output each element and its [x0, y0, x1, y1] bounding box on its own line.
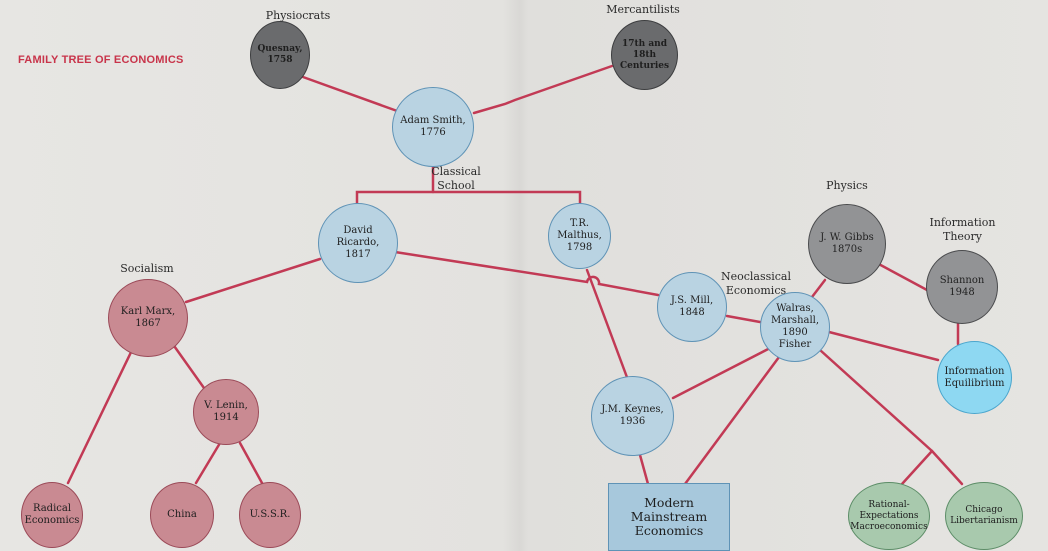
line-walras-keynes — [671, 344, 776, 400]
group-label-neoclassical: Neoclassical Economics — [720, 270, 792, 297]
line-walras-gibbs — [810, 278, 827, 299]
line-marx-radical — [66, 346, 135, 485]
node-radical-economics: Radical Economics — [21, 482, 83, 548]
node-js-mill: J.S. Mill, 1848 — [657, 272, 727, 342]
line-marx-lenin — [170, 341, 206, 390]
line-fork-chicago — [930, 449, 964, 486]
node-david-ricardo: David Ricardo, 1817 — [318, 203, 398, 283]
group-label-physiocrats: Physiocrats — [265, 9, 331, 22]
line-lenin-china — [194, 441, 222, 485]
group-label-physics: Physics — [826, 179, 868, 192]
line-malthus-keynes — [585, 268, 630, 382]
node-gibbs: J. W. Gibbs 1870s — [808, 204, 886, 284]
line-mercantilists-smith — [472, 64, 614, 115]
node-mercantilists: 17th and 18th Centuries — [611, 20, 678, 90]
node-chicago-libertarianism: Chicago Libertarianism — [945, 482, 1023, 550]
node-modern-mainstream: Modern Mainstream Economics — [608, 483, 730, 551]
group-label-mercantilists: Mercantilists — [606, 3, 680, 16]
line-walras-info — [827, 330, 940, 362]
group-label-socialism: Socialism — [120, 262, 174, 275]
node-ussr: U.S.S.R. — [239, 482, 301, 548]
node-lenin: V. Lenin, 1914 — [193, 379, 259, 445]
node-adam-smith: Adam Smith, 1776 — [392, 87, 474, 167]
group-label-information-theory: Information Theory — [929, 216, 996, 243]
line-gibbs-shannon — [873, 260, 929, 292]
line-walras-fork — [818, 348, 934, 453]
diagram-title: FAMILY TREE OF ECONOMICS — [18, 54, 184, 66]
line-ricardo-marx — [184, 257, 322, 304]
line-quesnay-smith — [301, 75, 402, 114]
node-walras-marshall-fisher: Walras, Marshall, 1890 Fisher — [760, 292, 830, 362]
line-lenin-ussr — [238, 441, 264, 485]
line-mill-walras — [725, 314, 762, 324]
line-classical-bracket — [355, 190, 582, 211]
node-shannon: Shannon 1948 — [926, 250, 998, 324]
group-label-classical: Classical School — [431, 165, 481, 192]
node-china: China — [150, 482, 214, 548]
line-keynes-modern — [638, 453, 650, 486]
node-quesnay: Quesnay, 1758 — [250, 21, 310, 89]
line-ricardo-mill — [393, 250, 660, 297]
node-rational-expectations: Rational- Expectations Macroeconomics — [848, 482, 930, 550]
line-walras-modern — [683, 351, 784, 486]
node-karl-marx: Karl Marx, 1867 — [108, 279, 188, 357]
line-fork-rational — [900, 449, 934, 486]
node-malthus: T.R. Malthus, 1798 — [548, 203, 611, 269]
node-information-equilibrium: Information Equilibrium — [937, 341, 1012, 414]
node-keynes: J.M. Keynes, 1936 — [591, 376, 674, 456]
